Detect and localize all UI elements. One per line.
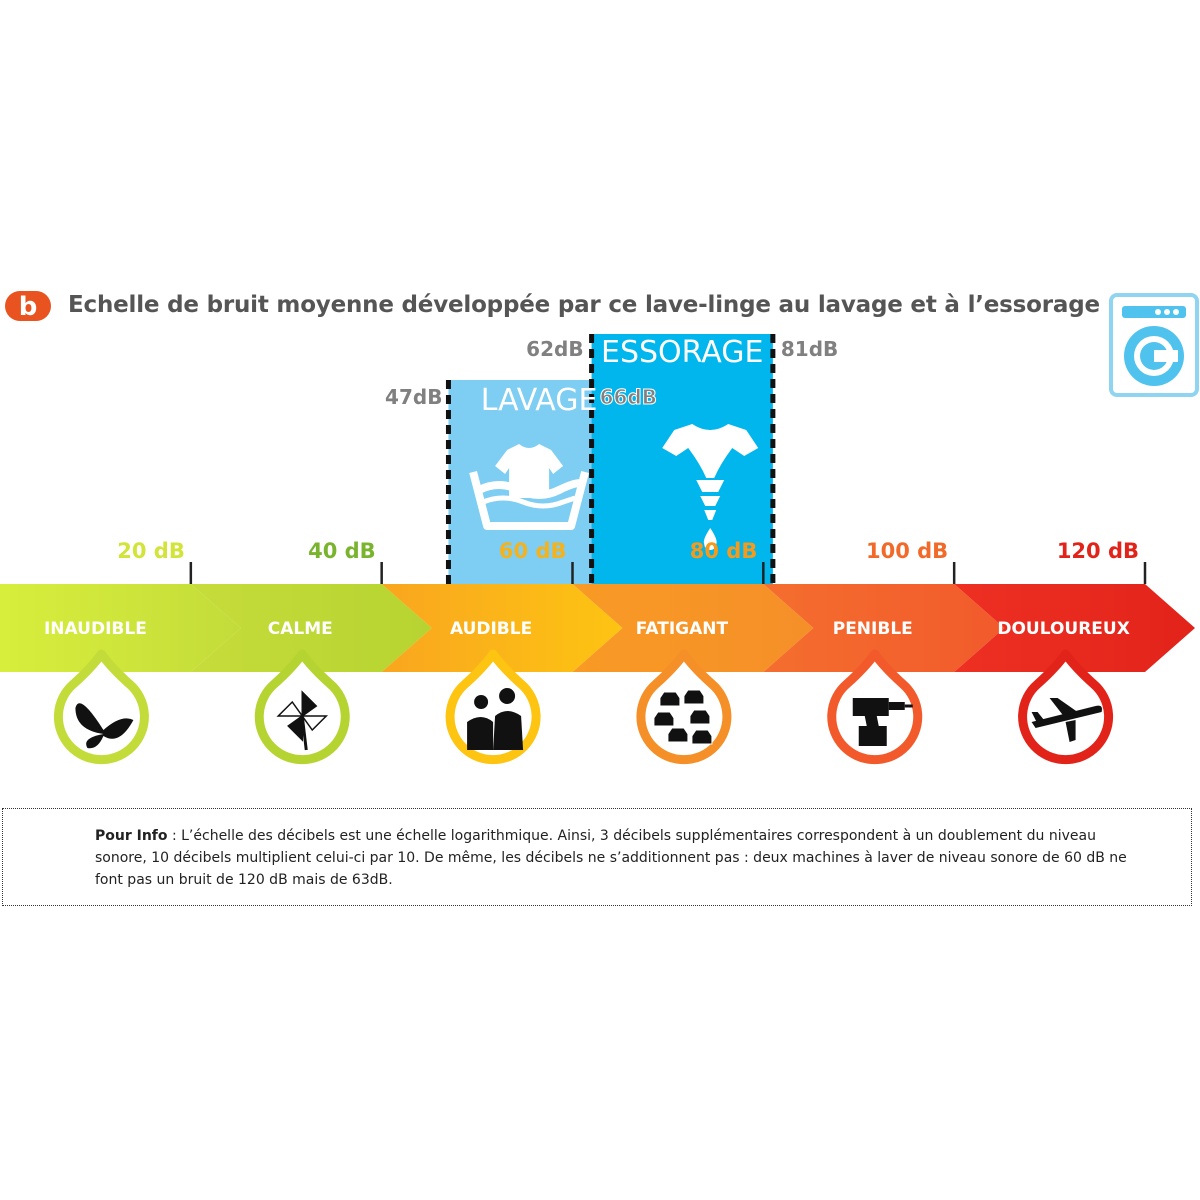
pinwheel-icon — [276, 690, 329, 751]
power-drill-icon — [852, 698, 913, 746]
spin-max-db: 81dB — [781, 337, 838, 361]
spin-label: ESSORAGE — [601, 335, 763, 370]
tick-label: 100 dB — [866, 539, 948, 563]
svg-text:b: b — [19, 292, 38, 322]
airplane-icon — [1031, 698, 1102, 742]
traffic-cars-icon — [653, 689, 713, 745]
page-title: Echelle de bruit moyenne développée par … — [68, 292, 1100, 318]
band-penible — [763, 584, 1005, 672]
band-label: PENIBLE — [833, 619, 913, 639]
drop-audible — [445, 649, 541, 765]
wash-min-db: 47dB — [385, 385, 442, 409]
spin-min-db: 62dB — [526, 337, 583, 361]
band-label: AUDIBLE — [450, 619, 532, 639]
people-talking-icon — [467, 688, 524, 750]
drop-calme — [254, 649, 350, 765]
brand-logo: b — [5, 291, 51, 322]
tick-label: 60 dB — [499, 539, 567, 563]
info-note: Pour Info : L’échelle des décibels est u… — [2, 808, 1192, 906]
band-label: FATIGANT — [636, 619, 729, 639]
tick-label: 20 dB — [117, 539, 185, 563]
info-text: : L’échelle des décibels est une échelle… — [95, 828, 1127, 888]
drop-douloureux — [1018, 649, 1114, 765]
band-fatigant — [572, 584, 814, 672]
band-calme — [190, 584, 432, 672]
spin-tshirt-icon — [662, 424, 759, 550]
washing-machine-icon — [1109, 293, 1199, 397]
band-label: DOULOUREUX — [997, 619, 1129, 639]
drop-inaudible — [53, 649, 149, 765]
band-label: INAUDIBLE — [44, 619, 147, 639]
band-inaudible — [0, 584, 241, 672]
info-lead: Pour Info — [95, 828, 168, 844]
spin-box — [591, 334, 773, 584]
drop-fatigant — [636, 649, 732, 765]
drop-penible — [827, 649, 923, 765]
wash-tshirt-icon — [469, 444, 589, 530]
band-label: CALME — [268, 619, 333, 639]
wash-label: LAVAGE — [481, 383, 598, 418]
band-audible — [381, 584, 623, 672]
tick-label: 80 dB — [690, 539, 758, 563]
tick-label: 120 dB — [1057, 539, 1139, 563]
band-douloureux — [954, 584, 1195, 672]
wash-max-db: 66dB — [600, 385, 657, 409]
butterfly-icon — [75, 703, 134, 749]
tick-label: 40 dB — [308, 539, 376, 563]
